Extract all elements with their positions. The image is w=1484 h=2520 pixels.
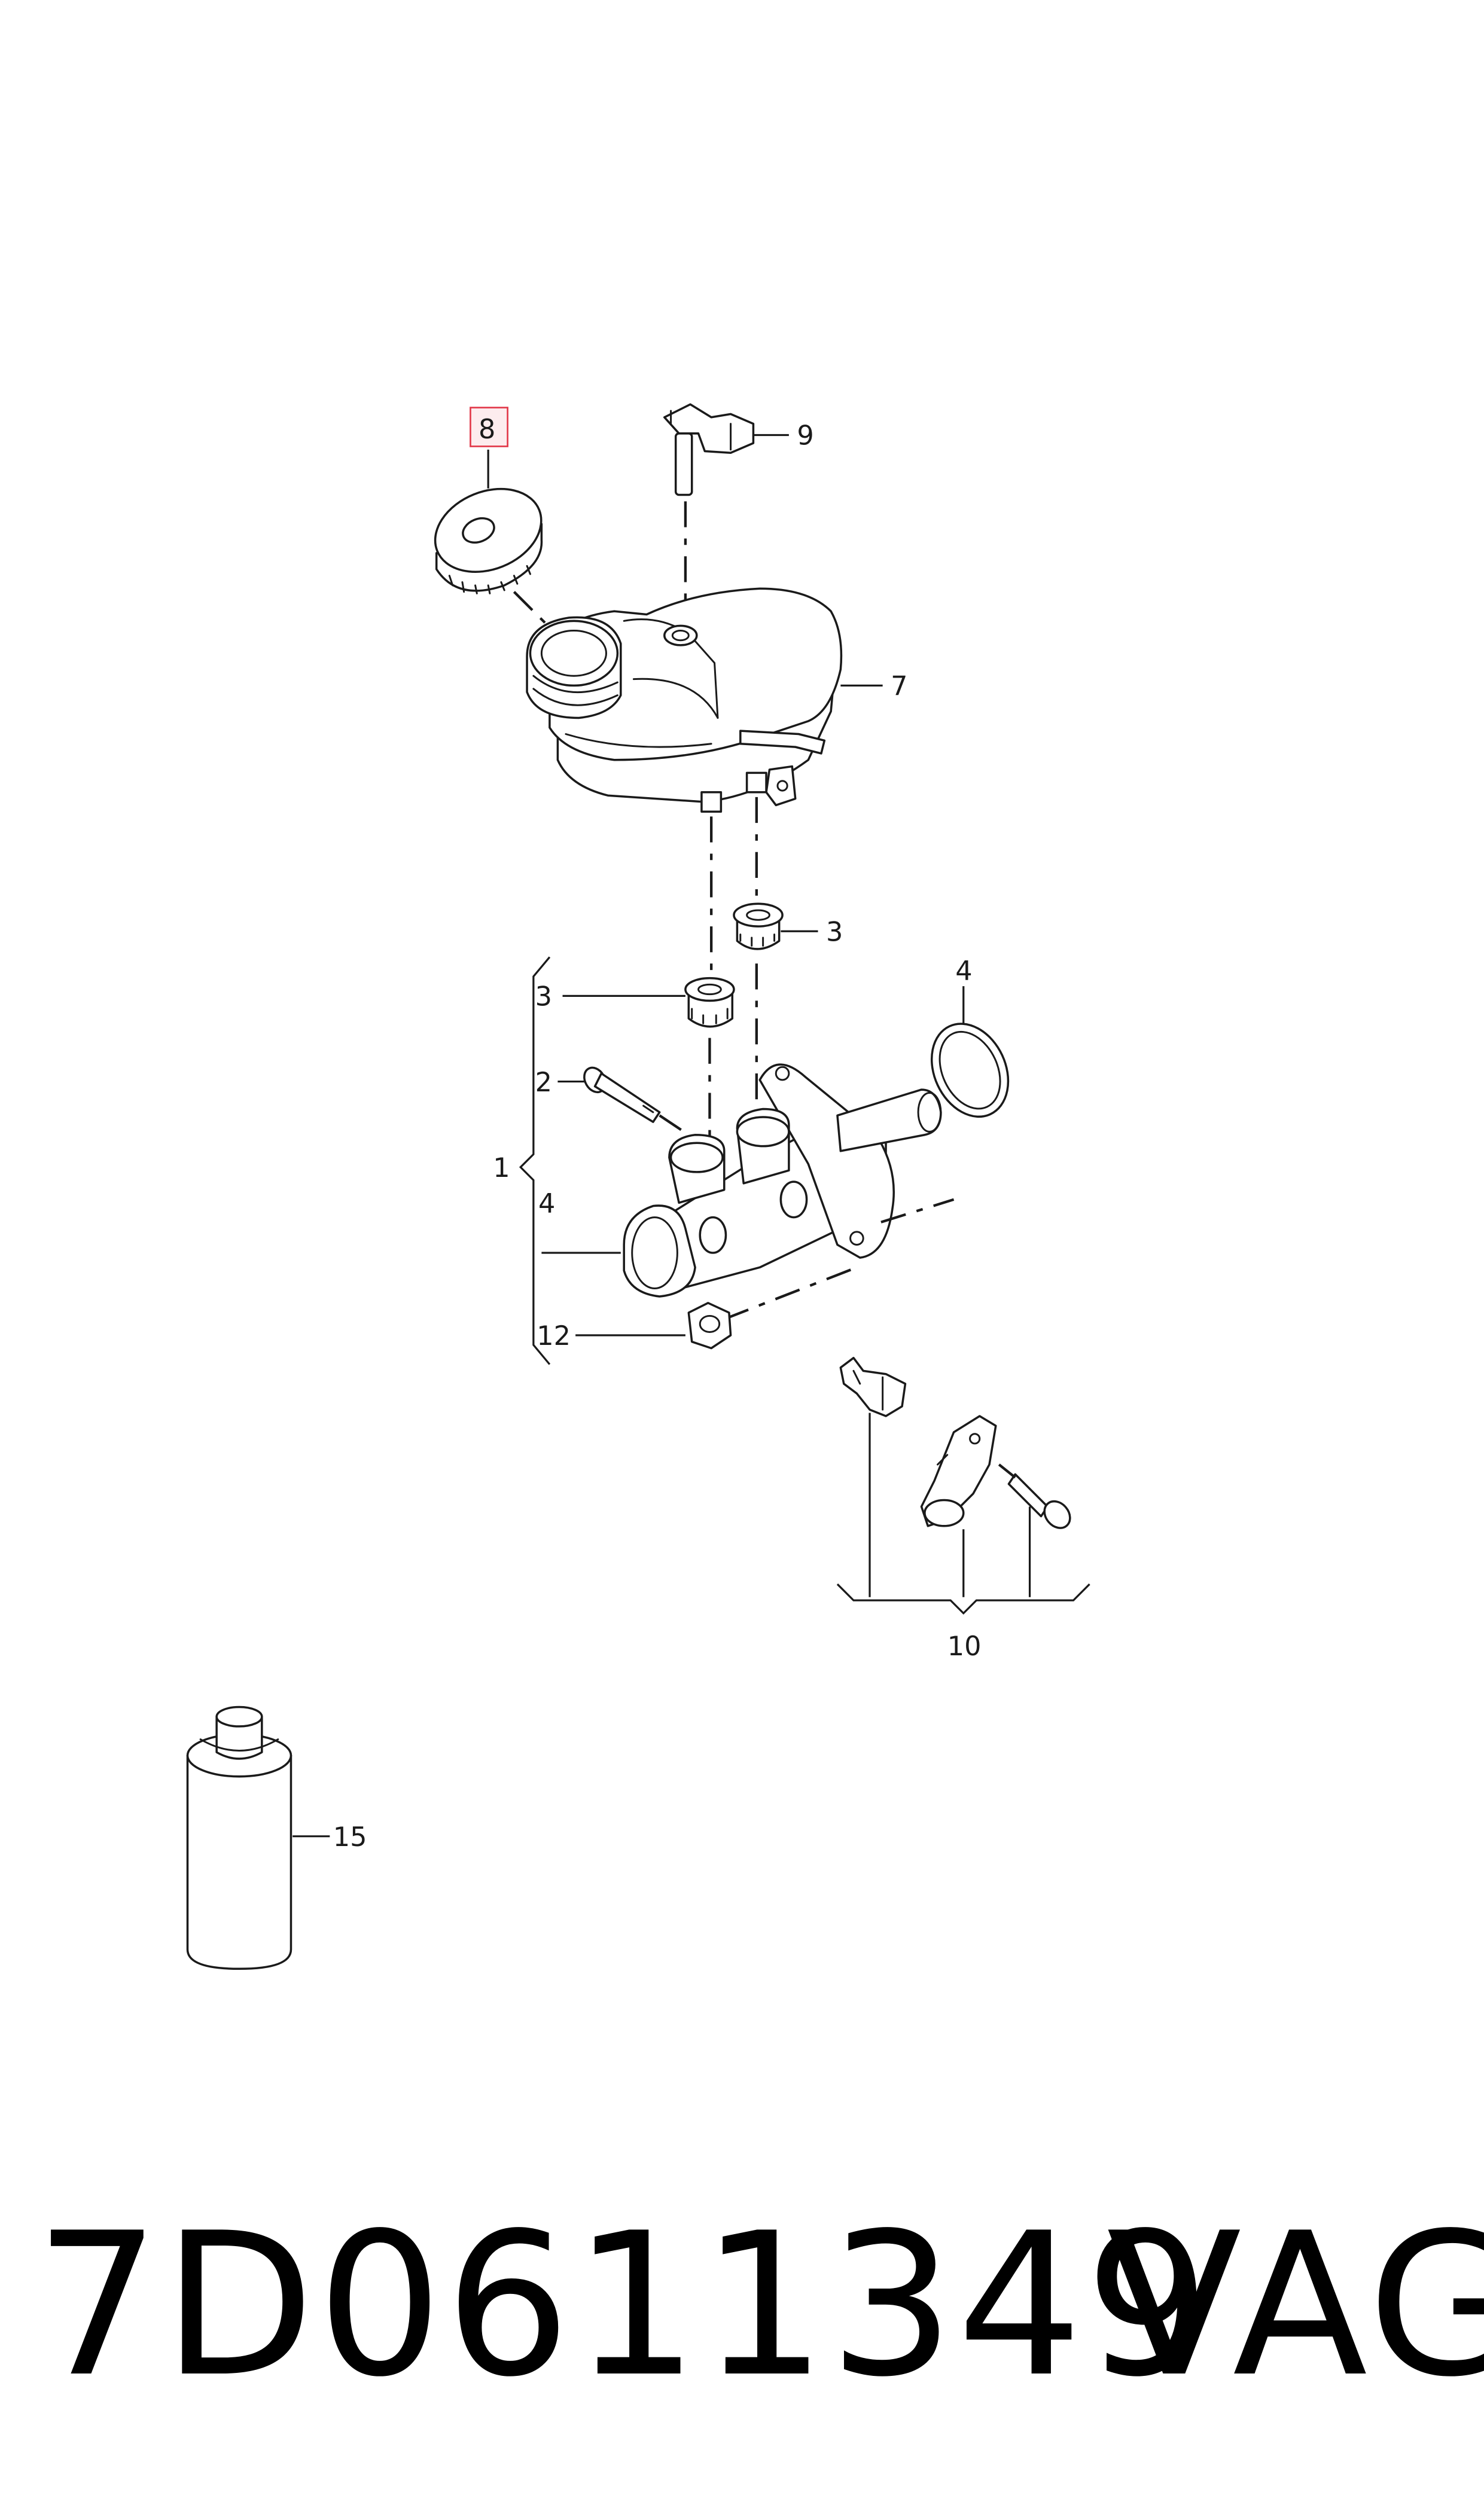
assembly-line-stud-upper bbox=[880, 1198, 955, 1224]
callout-8-highlight bbox=[470, 407, 508, 447]
part-number: 7D0611349 bbox=[35, 2190, 1213, 2420]
callout-7: 7 bbox=[891, 671, 907, 702]
part-3-grommet-upper[interactable] bbox=[733, 902, 784, 950]
callout-1: 1 bbox=[493, 1152, 510, 1183]
group-10-bracket bbox=[836, 1583, 1090, 1615]
part-4-master-cylinder[interactable] bbox=[623, 1063, 942, 1298]
callout-4-oring: 4 bbox=[955, 955, 972, 986]
brand-label: VAG bbox=[1107, 2190, 1484, 2420]
callout-8: 8 bbox=[479, 414, 495, 445]
callout-3-lower: 3 bbox=[535, 981, 552, 1012]
assembly-line-10 bbox=[998, 1463, 1016, 1479]
part-9-sensor[interactable] bbox=[663, 403, 755, 496]
callout-4-cylinder: 4 bbox=[538, 1188, 555, 1219]
assembly-line-stud-lower bbox=[723, 1266, 858, 1320]
part-7-reservoir[interactable] bbox=[526, 587, 843, 813]
part-12-nut[interactable] bbox=[687, 1302, 732, 1350]
part-10-bolt[interactable] bbox=[1007, 1473, 1075, 1533]
part-4-o-ring[interactable] bbox=[917, 1011, 1022, 1129]
callout-10: 10 bbox=[947, 1631, 982, 1662]
group-1-bracket bbox=[519, 956, 551, 1365]
callout-2: 2 bbox=[535, 1067, 552, 1098]
callout-12: 12 bbox=[537, 1320, 571, 1351]
part-15-fluid-bottle[interactable] bbox=[186, 1706, 292, 1970]
part-10-bracket[interactable] bbox=[920, 1415, 997, 1527]
footer: 7D0611349 VAG bbox=[0, 2207, 1484, 2458]
part-10-switch-plug[interactable] bbox=[839, 1356, 907, 1417]
callout-9: 9 bbox=[797, 420, 813, 451]
callout-15: 15 bbox=[333, 1822, 367, 1853]
callout-3-upper: 3 bbox=[826, 916, 843, 947]
part-2-pin[interactable] bbox=[580, 1064, 661, 1123]
part-3-grommet-lower[interactable] bbox=[684, 977, 735, 1028]
part-8-reservoir-cap[interactable] bbox=[423, 474, 554, 594]
